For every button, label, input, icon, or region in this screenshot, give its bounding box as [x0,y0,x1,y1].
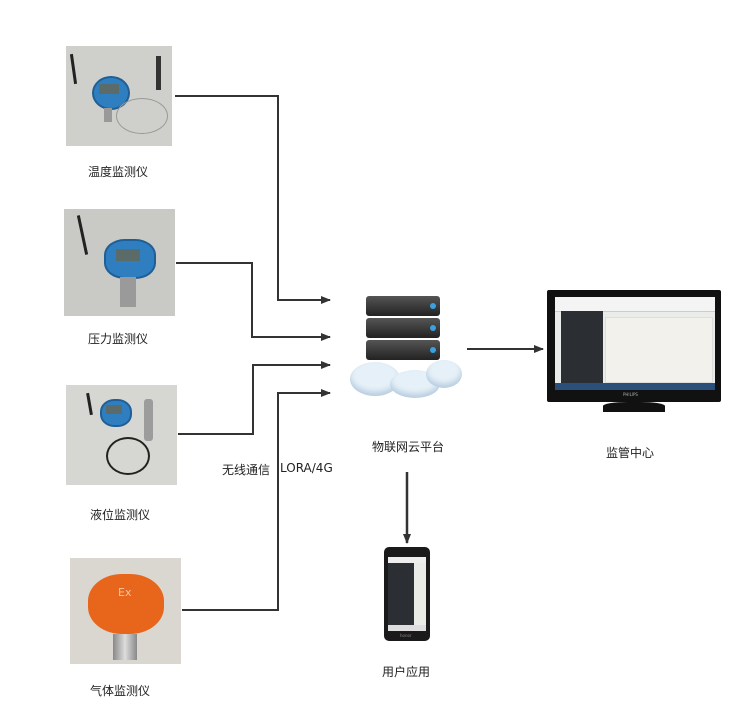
temp-connector [175,95,331,304]
level-connector [178,361,331,435]
monitor-brand: PHILIPS [623,392,638,397]
gas-connector [182,389,331,611]
device-label: 气体监测仪 [90,684,151,698]
device-label: 温度监测仪 [88,165,149,179]
monitor-icon: PHILIPS [547,290,721,412]
monitor-label: 监管中心 [606,446,655,460]
pressure-sensor-image [64,209,175,316]
level-sensor-image [66,385,177,485]
pressure-connector [176,262,331,341]
server-cloud-icon [350,290,465,402]
cloud-label: 物联网云平台 [372,440,445,454]
temperature-sensor-image [66,46,172,146]
device-label: 压力监测仪 [88,332,149,346]
connection-protocol: LORA/4G [280,461,333,475]
phone-brand: honor [400,633,412,638]
phone-label: 用户应用 [382,665,431,679]
smartphone-icon: honor [384,547,430,641]
gas-detector-image: Ex [70,558,181,664]
connection-label: 无线通信 [222,463,271,477]
gas-device-mark: Ex [118,586,132,599]
device-label: 液位监测仪 [90,508,151,522]
